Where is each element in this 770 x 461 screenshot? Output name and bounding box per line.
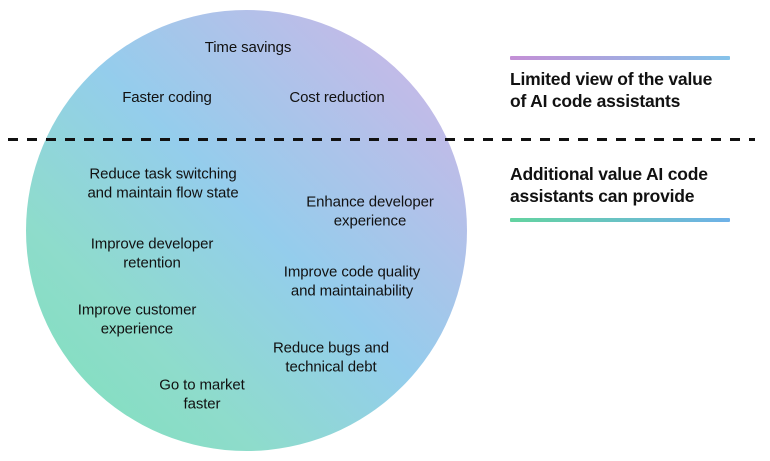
limited-accent-line bbox=[510, 56, 730, 60]
additional-accent-line bbox=[510, 218, 730, 222]
label-faster-coding: Faster coding bbox=[122, 88, 212, 106]
label-go-to-market-faster: Go to market faster bbox=[159, 376, 245, 413]
label-reduce-bugs-technical-debt: Reduce bugs and technical debt bbox=[272, 339, 390, 376]
label-improve-developer-retention: Improve developer retention bbox=[90, 235, 214, 272]
limited-view-heading: Limited view of the value of AI code ass… bbox=[510, 69, 713, 111]
label-enhance-developer-experience: Enhance developer experience bbox=[306, 193, 434, 230]
label-reduce-task-switching: Reduce task switching and maintain flow … bbox=[87, 165, 239, 202]
value-circle bbox=[26, 10, 467, 451]
label-cost-reduction: Cost reduction bbox=[289, 88, 385, 106]
additional-value-heading: Additional value AI code assistants can … bbox=[510, 164, 708, 206]
label-improve-customer-experience: Improve customer experience bbox=[77, 301, 197, 338]
label-time-savings: Time savings bbox=[204, 38, 292, 56]
label-improve-code-quality: Improve code quality and maintainability bbox=[283, 263, 421, 300]
divider-dashed-line bbox=[8, 138, 755, 141]
